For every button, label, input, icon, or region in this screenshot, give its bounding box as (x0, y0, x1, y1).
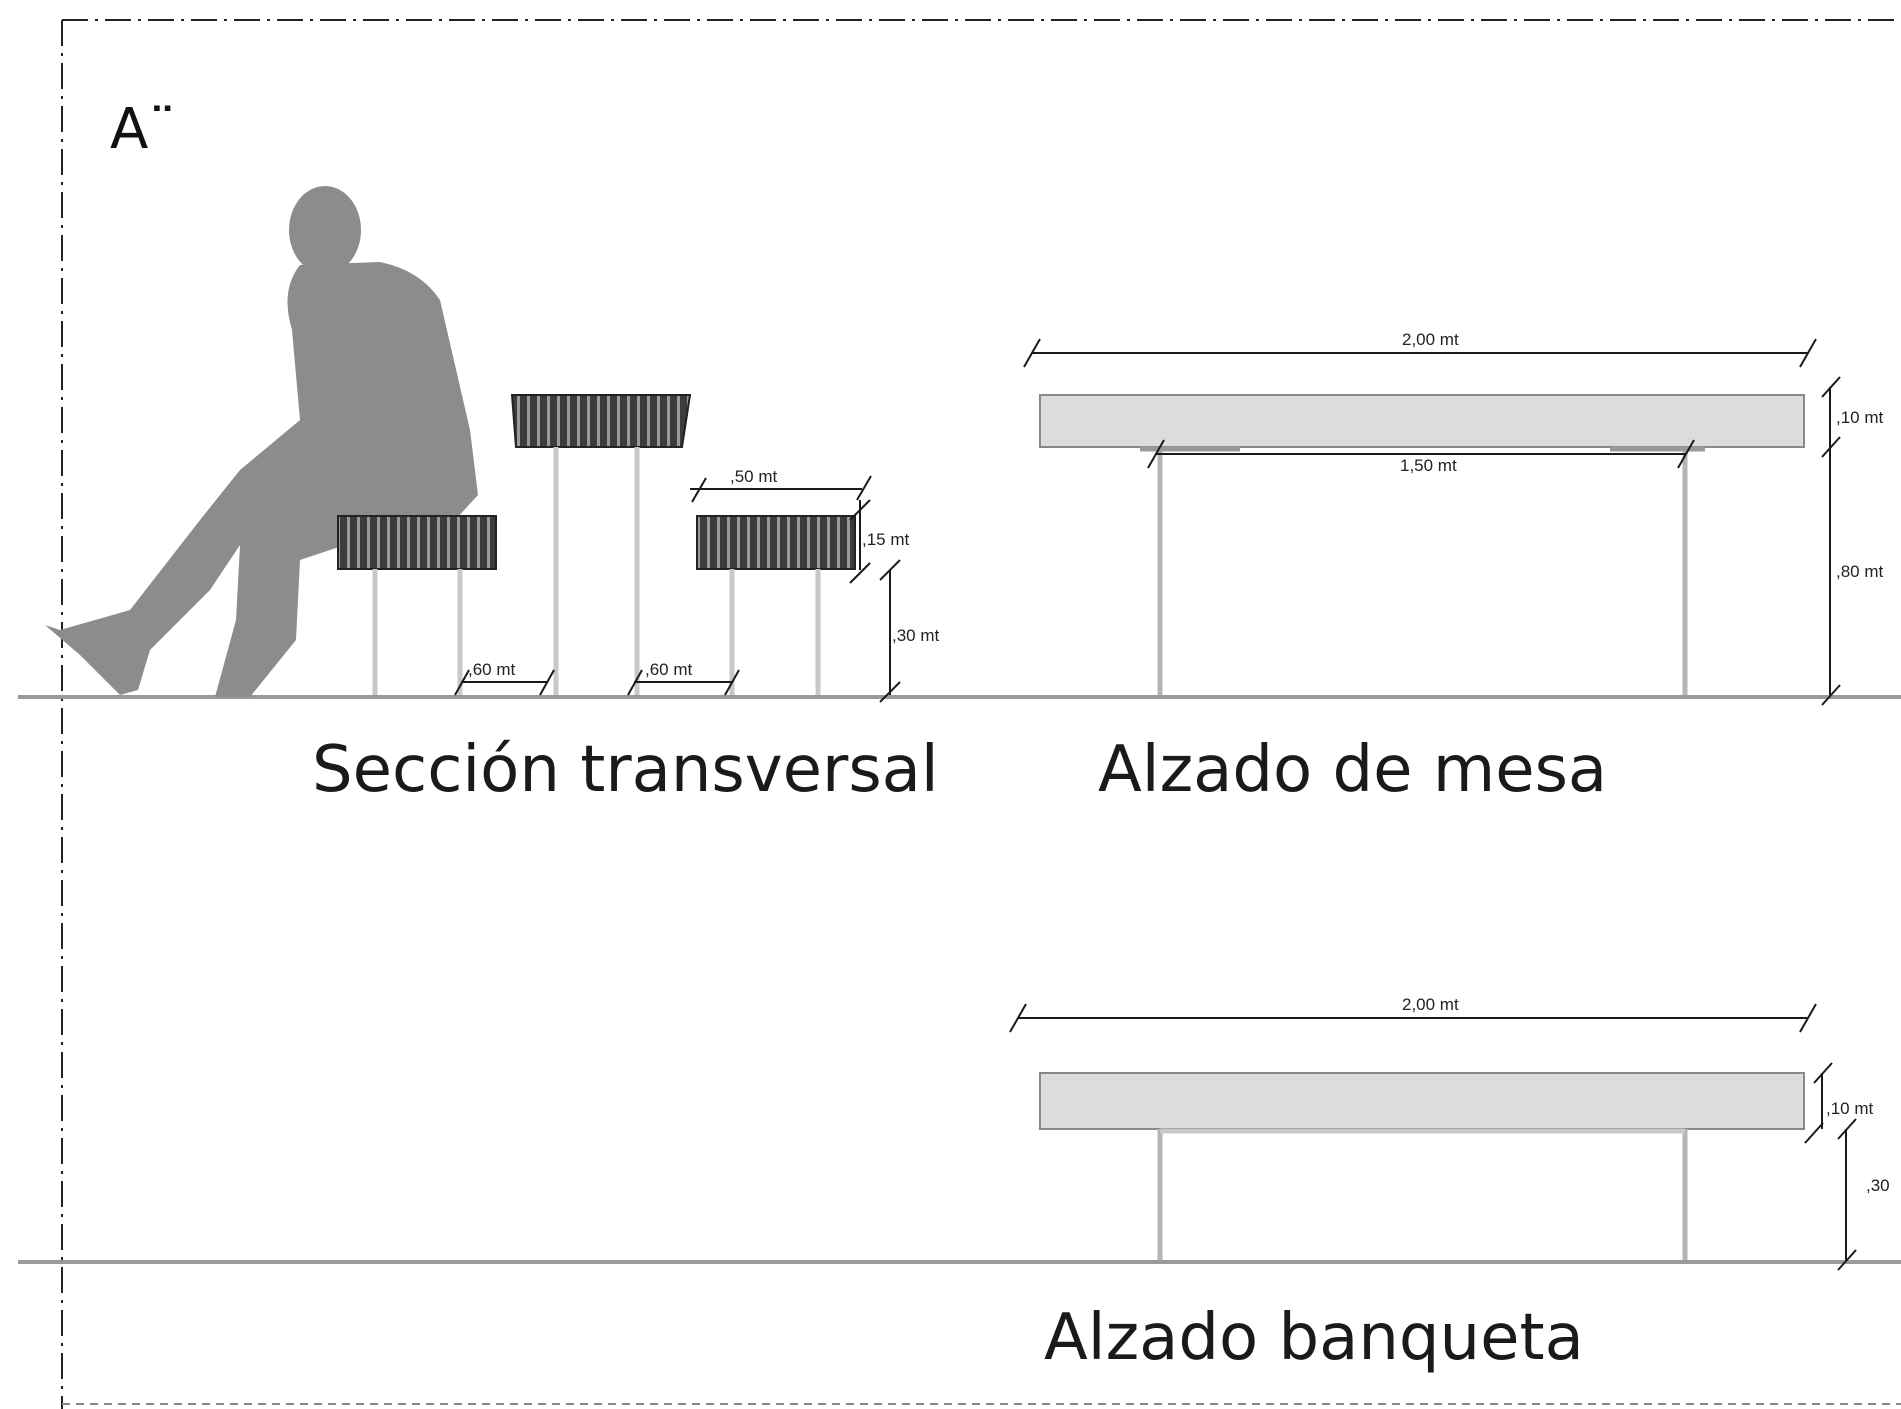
bench-top-slab (1039, 1072, 1805, 1130)
caption-bench-elevation: Alzado banqueta (1044, 1301, 1584, 1375)
table-dimensions (1023, 338, 1841, 706)
dim-stool-seat-width: ,50 mt (730, 467, 778, 486)
dim-table-leg-spacing: 1,50 mt (1400, 456, 1457, 475)
sheet-label: A¨ (110, 97, 176, 162)
table-elevation: 2,00 mt 1,50 mt ,10 mt ,80 mt (1023, 330, 1884, 706)
dim-gap-right: ,60 mt (645, 660, 693, 679)
section-view: ,50 mt ,15 mt ,30 mt ,60 mt ,60 mt (45, 186, 940, 703)
stool-left (337, 515, 497, 695)
stool-right (696, 515, 856, 695)
table-legs (1140, 446, 1705, 695)
section-dimensions (454, 475, 901, 703)
dim-bench-overall-length: 2,00 mt (1402, 995, 1459, 1014)
caption-table-elevation: Alzado de mesa (1098, 733, 1607, 807)
dim-table-top-thickness: ,10 mt (1836, 408, 1884, 427)
caption-section: Sección transversal (312, 733, 939, 807)
table-section (510, 394, 692, 695)
table-top-slab (1039, 394, 1805, 448)
bench-elevation: 2,00 mt ,10 mt ,30 (1009, 995, 1890, 1271)
dim-gap-left: ,60 mt (468, 660, 516, 679)
dim-bench-height: ,30 (1866, 1176, 1890, 1195)
sheet-frame (61, 19, 1901, 1409)
bench-dimensions (1009, 1003, 1857, 1271)
bench-legs (1157, 1128, 1688, 1260)
dim-table-overall-length: 2,00 mt (1402, 330, 1459, 349)
dim-stool-leg-height: ,30 mt (892, 626, 940, 645)
dim-stool-seat-height: ,15 mt (862, 530, 910, 549)
person-silhouette (45, 186, 478, 697)
dim-bench-top-thickness: ,10 mt (1826, 1099, 1874, 1118)
dim-table-height: ,80 mt (1836, 562, 1884, 581)
